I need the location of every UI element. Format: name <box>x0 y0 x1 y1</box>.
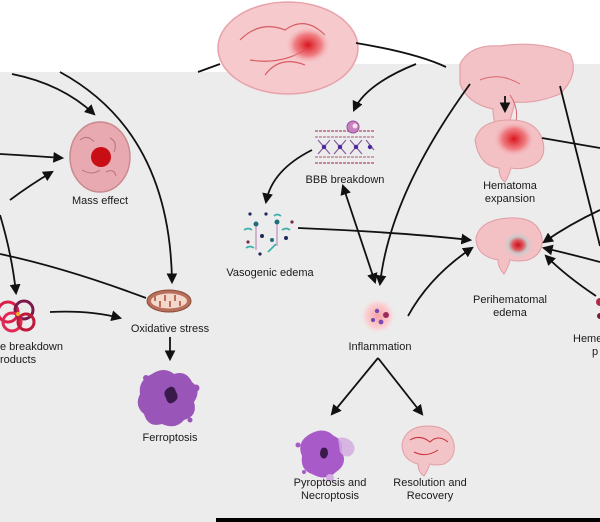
label-hematoma-expansion-line1: Hematoma <box>483 180 537 192</box>
mitochondrion-icon <box>146 289 192 313</box>
label-heme-breakdown-line2: roducts <box>0 354 37 366</box>
label-pyroptosis-line1: Pyroptosis and <box>293 477 367 489</box>
label-resolution-line1: Resolution and <box>393 477 467 489</box>
hemoglobin-partial-icon <box>596 298 600 319</box>
ferroptosis-cell-icon <box>137 370 200 427</box>
arrow-right-to-perihematomal-1 <box>542 209 600 244</box>
arrow-left-to-mass-effect <box>0 151 65 163</box>
label-bbb-breakdown: BBB breakdown <box>305 174 385 186</box>
heme-breakdown-products-icon <box>0 299 36 333</box>
arrow-heme-to-oxidative <box>49 310 123 321</box>
line-top-right-diagonal <box>559 85 600 247</box>
label-oxidative-stress: Oxidative stress <box>130 323 210 335</box>
line-top-brain-right <box>355 42 447 68</box>
label-hemoglobin-partial-line2: p <box>592 346 599 358</box>
arrows <box>0 42 600 416</box>
arrow-to-mass-effect-top <box>11 73 96 116</box>
bottom-border-bar <box>216 518 600 522</box>
arrow-right-to-perihematomal-3 <box>544 254 597 297</box>
arrow-bbb-inflammation-double <box>340 183 378 285</box>
arrow-inflammation-to-pyroptosis <box>330 357 379 416</box>
label-heme-breakdown-line1: e breakdown <box>0 341 63 353</box>
arrow-bbb-to-vasogenic <box>262 149 313 205</box>
arrow-top-to-inflammation <box>375 83 471 287</box>
mass-effect-icon <box>69 121 131 193</box>
vasogenic-edema-icon <box>243 212 294 256</box>
line-hematoma-right <box>541 137 600 149</box>
inflammation-icon <box>360 298 396 334</box>
bbb-breakdown-icon <box>315 120 375 164</box>
arrow-inflammation-to-perihematomal <box>407 246 474 317</box>
label-resolution-line2: Recovery <box>406 490 454 502</box>
perihematomal-edema-icon <box>475 217 543 275</box>
label-mass-effect: Mass effect <box>71 195 129 207</box>
label-inflammation: Inflammation <box>348 341 412 353</box>
pyroptosis-cell-icon <box>295 430 355 482</box>
line-top-brain-to-left <box>197 63 221 73</box>
label-ferroptosis: Ferroptosis <box>142 432 198 444</box>
arrow-vasogenic-to-perihematomal <box>297 227 473 245</box>
arrow-top-to-bbb <box>352 63 417 112</box>
resolution-recovery-brain-icon <box>401 425 455 477</box>
arrow-inflammation-to-resolution <box>377 357 424 416</box>
line-oxidative-to-left <box>0 253 147 299</box>
label-perihematomal-edema-line2: edema <box>493 307 527 319</box>
arrow-lowerleft-to-mass-effect <box>9 170 54 201</box>
label-hematoma-expansion-line2: expansion <box>484 193 536 205</box>
brain-top-icon <box>217 1 359 95</box>
arrow-right-to-perihematomal-2 <box>541 244 600 263</box>
arrow-long-curve-to-oxidative <box>59 71 178 285</box>
label-vasogenic-edema: Vasogenic edema <box>226 267 314 279</box>
label-pyroptosis-line2: Necroptosis <box>300 490 360 502</box>
arrow-left-down-to-heme <box>0 214 21 296</box>
label-perihematomal-edema-line1: Perihematomal <box>473 294 547 306</box>
label-hemoglobin-partial-line1: Heme <box>573 333 600 345</box>
hematoma-expansion-icon <box>474 119 545 183</box>
